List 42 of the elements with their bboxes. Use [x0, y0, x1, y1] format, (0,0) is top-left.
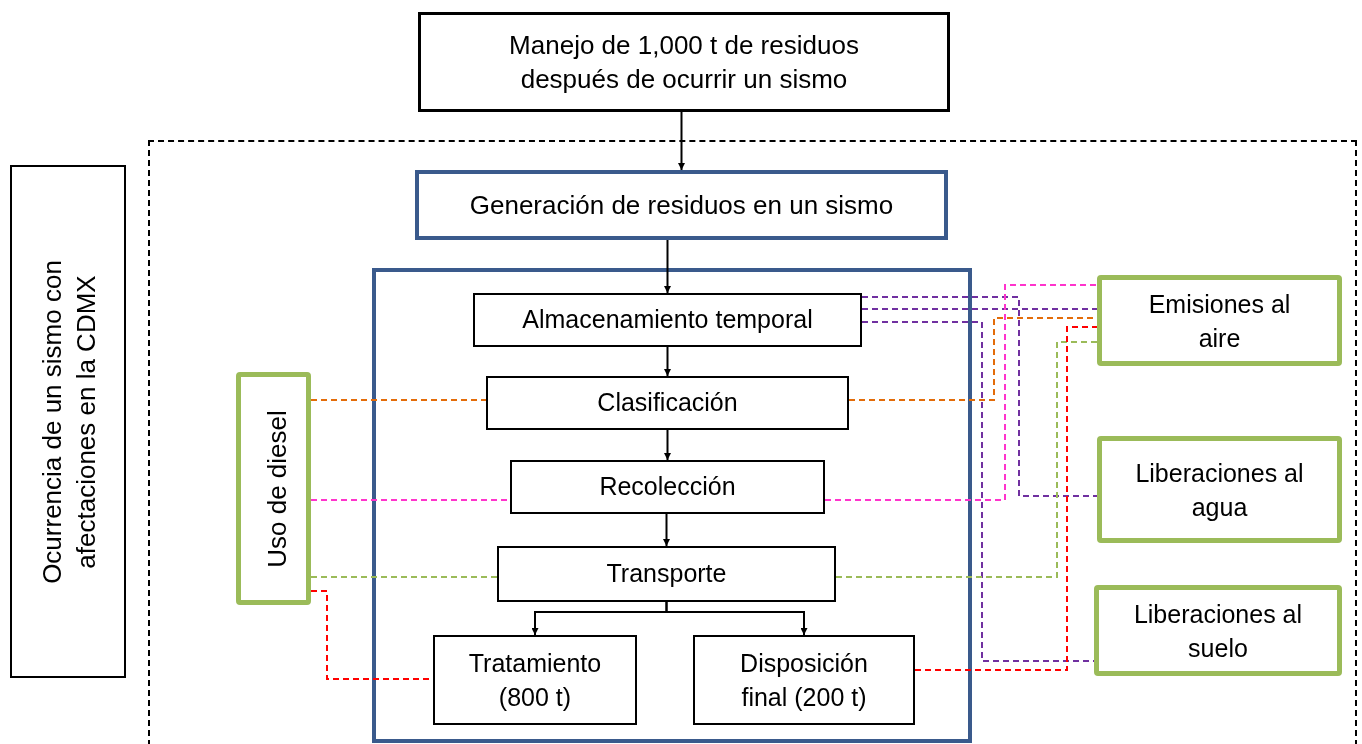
box-label: Almacenamiento temporal	[522, 304, 813, 336]
box-label: Liberaciones al agua	[1134, 457, 1305, 523]
output-box	[1097, 436, 1342, 543]
box-label: Recolección	[599, 471, 736, 503]
box-label: Manejo de 1,000 t de residuos después de ocurrir un sismo	[508, 29, 860, 96]
box-label: Generación de residuos en un sismo	[469, 188, 894, 222]
box-label: Uso de diesel	[260, 408, 293, 570]
dashed-connector	[861, 296, 1098, 497]
box-label: Liberaciones al suelo	[1132, 598, 1304, 664]
process-box	[693, 635, 915, 725]
process-box	[486, 376, 849, 430]
arrow	[664, 346, 671, 377]
arrow	[664, 239, 671, 294]
context-box	[10, 165, 126, 678]
process-box	[497, 546, 836, 602]
box-label: Transporte	[606, 558, 727, 590]
process-box	[415, 170, 948, 240]
dashed-connector	[310, 576, 498, 578]
dashed-connector	[824, 284, 1098, 501]
box-label: Tratamiento (800 t)	[467, 648, 603, 713]
output-box	[1094, 585, 1342, 676]
dashed-connector	[861, 321, 1095, 662]
input-box	[236, 372, 311, 605]
process-box	[473, 293, 862, 347]
title-box	[418, 12, 950, 112]
process-box	[510, 460, 825, 514]
arrow	[664, 429, 671, 461]
box-label: Clasificación	[597, 387, 738, 419]
dashed-connector	[861, 308, 1098, 310]
output-box	[1097, 275, 1342, 366]
dashed-connector	[310, 399, 487, 401]
arrow	[678, 111, 685, 171]
boundary-region	[148, 140, 1357, 744]
process-box	[433, 635, 637, 725]
box-label: Emisiones al aire	[1147, 288, 1292, 354]
box-label: Ocurrencia de un sismo con afectaciones en la CDMX	[35, 258, 101, 586]
dashed-connector	[835, 341, 1098, 578]
box-label: Disposición final (200 t)	[739, 648, 869, 713]
arrow	[663, 513, 670, 547]
dashed-connector	[914, 326, 1098, 671]
arrow	[665, 601, 808, 636]
process-container	[372, 268, 972, 743]
